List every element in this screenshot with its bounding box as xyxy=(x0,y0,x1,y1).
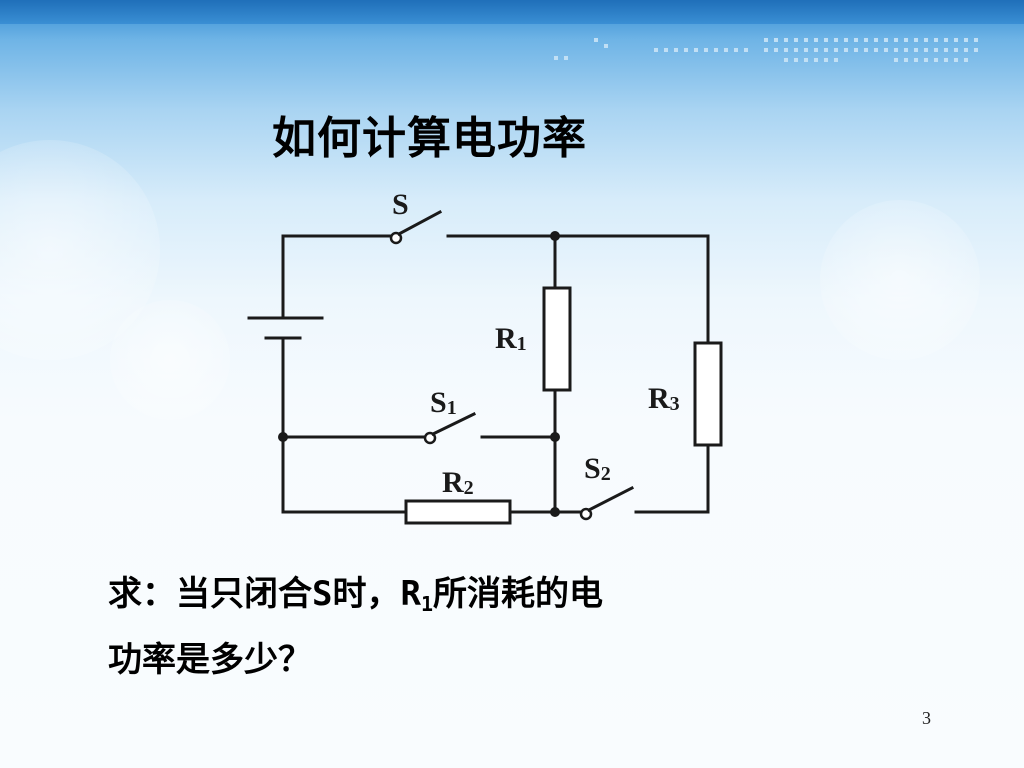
resistor-r2 xyxy=(404,499,512,525)
question-text: 求：当只闭合S时，R1所消耗的电 功率是多少？ xyxy=(108,566,868,688)
question-line-1-suffix: 所消耗的电 xyxy=(433,574,603,614)
switch-s2-blade xyxy=(586,485,635,513)
page-number: 3 xyxy=(922,708,931,728)
label-s1-main: S xyxy=(430,386,447,419)
decorative-dot-pattern xyxy=(554,38,978,62)
label-r2-sub: 2 xyxy=(464,477,474,499)
junction-dot xyxy=(550,507,560,517)
question-line-2: 功率是多少？ xyxy=(108,640,312,680)
label-r2: R2 xyxy=(442,466,474,499)
decorative-bubble xyxy=(110,300,230,420)
question-line-1-prefix: 求：当只闭合S时，R xyxy=(108,574,421,614)
label-s2-main: S xyxy=(584,452,601,485)
label-s2-sub: 2 xyxy=(601,463,611,485)
decorative-bubble xyxy=(820,200,980,360)
label-r1: R1 xyxy=(495,322,527,355)
question-line-1-subscript: 1 xyxy=(420,592,433,616)
resistor-r1 xyxy=(542,286,572,392)
label-r2-main: R xyxy=(442,466,464,499)
label-r1-main: R xyxy=(495,322,517,355)
junction-dot xyxy=(550,432,560,442)
label-r3: R3 xyxy=(648,382,680,415)
junction-dot xyxy=(550,231,560,241)
label-r3-main: R xyxy=(648,382,670,415)
switch-s-blade xyxy=(396,209,443,237)
top-band xyxy=(0,0,1024,24)
resistor-r3 xyxy=(693,341,723,447)
label-s1-sub: 1 xyxy=(447,397,457,419)
page-title: 如何计算电功率 xyxy=(272,113,587,164)
switch-s1-blade xyxy=(430,411,477,437)
label-r3-sub: 3 xyxy=(670,393,680,415)
label-switch-s: S xyxy=(392,188,409,221)
junction-dot xyxy=(278,432,288,442)
question-line-1: 求：当只闭合S时，R1所消耗的电 xyxy=(108,566,868,632)
label-s2: S2 xyxy=(584,452,611,485)
label-r1-sub: 1 xyxy=(517,333,527,355)
label-s1: S1 xyxy=(430,386,457,419)
